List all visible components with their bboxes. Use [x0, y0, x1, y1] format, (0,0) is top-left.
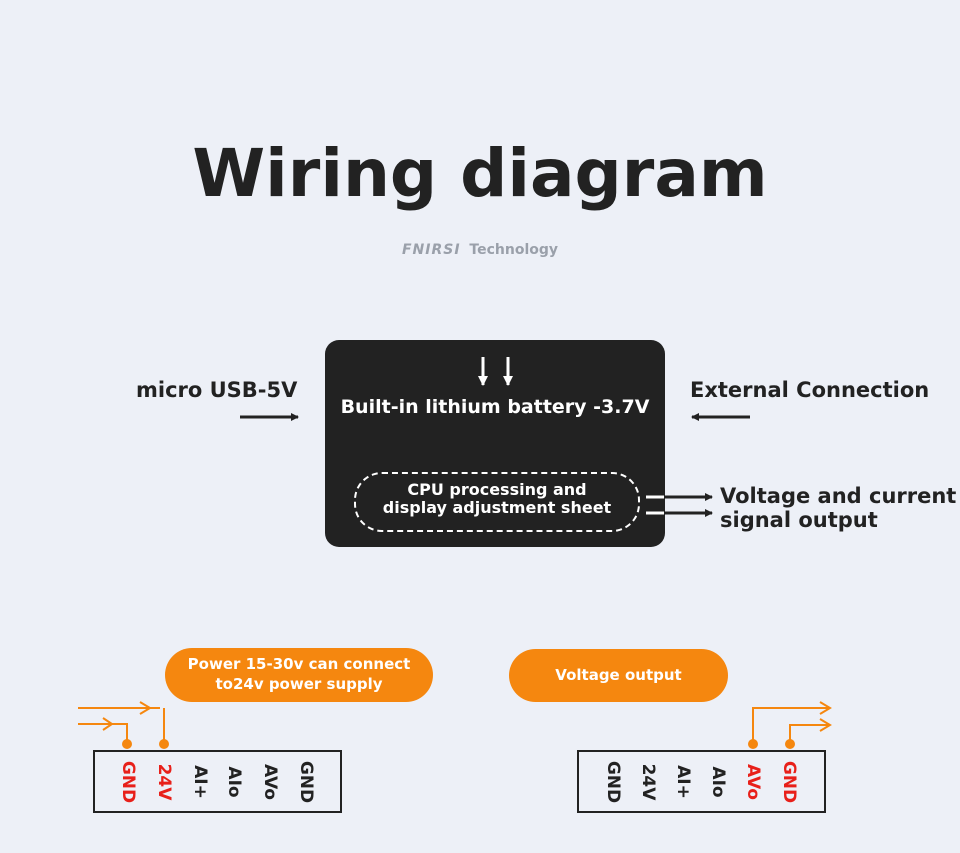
power-note-line2: to24v power supply [215, 675, 383, 693]
brand-text: Technology [469, 242, 559, 258]
cpu-module-outline [354, 472, 640, 532]
page-title: Wiring diagram [192, 135, 768, 212]
power-input-wires-icon [78, 701, 165, 744]
brand-logo: FNIRSI [401, 242, 461, 258]
battery-label: Built-in lithium battery -3.7V [340, 396, 650, 418]
usb-input-label: micro USB-5V [136, 378, 298, 402]
brand-line: FNIRSI Technology [0, 242, 960, 258]
external-connection-label: External Connection [690, 378, 930, 402]
signal-output-arrows-icon [646, 493, 713, 517]
down-arrows-icon [478, 357, 513, 386]
cpu-label: CPU processing and display adjustment sh… [354, 481, 640, 517]
signal-output-line2: signal output [720, 508, 878, 532]
power-note-line1: Power 15-30v can connect [187, 655, 411, 673]
cpu-label-line2: display adjustment sheet [382, 498, 612, 517]
power-note-pill: Power 15-30v can connect to24v power sup… [165, 648, 433, 702]
left-pin-2-dot [159, 739, 169, 749]
voltage-output-wires-icon [752, 701, 832, 744]
signal-output-label: Voltage and current signal output [720, 484, 956, 532]
terminal-block-right [577, 750, 826, 813]
voltage-output-pill: Voltage output [509, 649, 728, 702]
left-pin-1-dot [122, 739, 132, 749]
right-pin-6-dot [785, 739, 795, 749]
cpu-label-line1: CPU processing and [407, 480, 587, 499]
terminal-block-left [93, 750, 342, 813]
right-pin-5-dot [748, 739, 758, 749]
signal-output-line1: Voltage and current [720, 484, 957, 508]
